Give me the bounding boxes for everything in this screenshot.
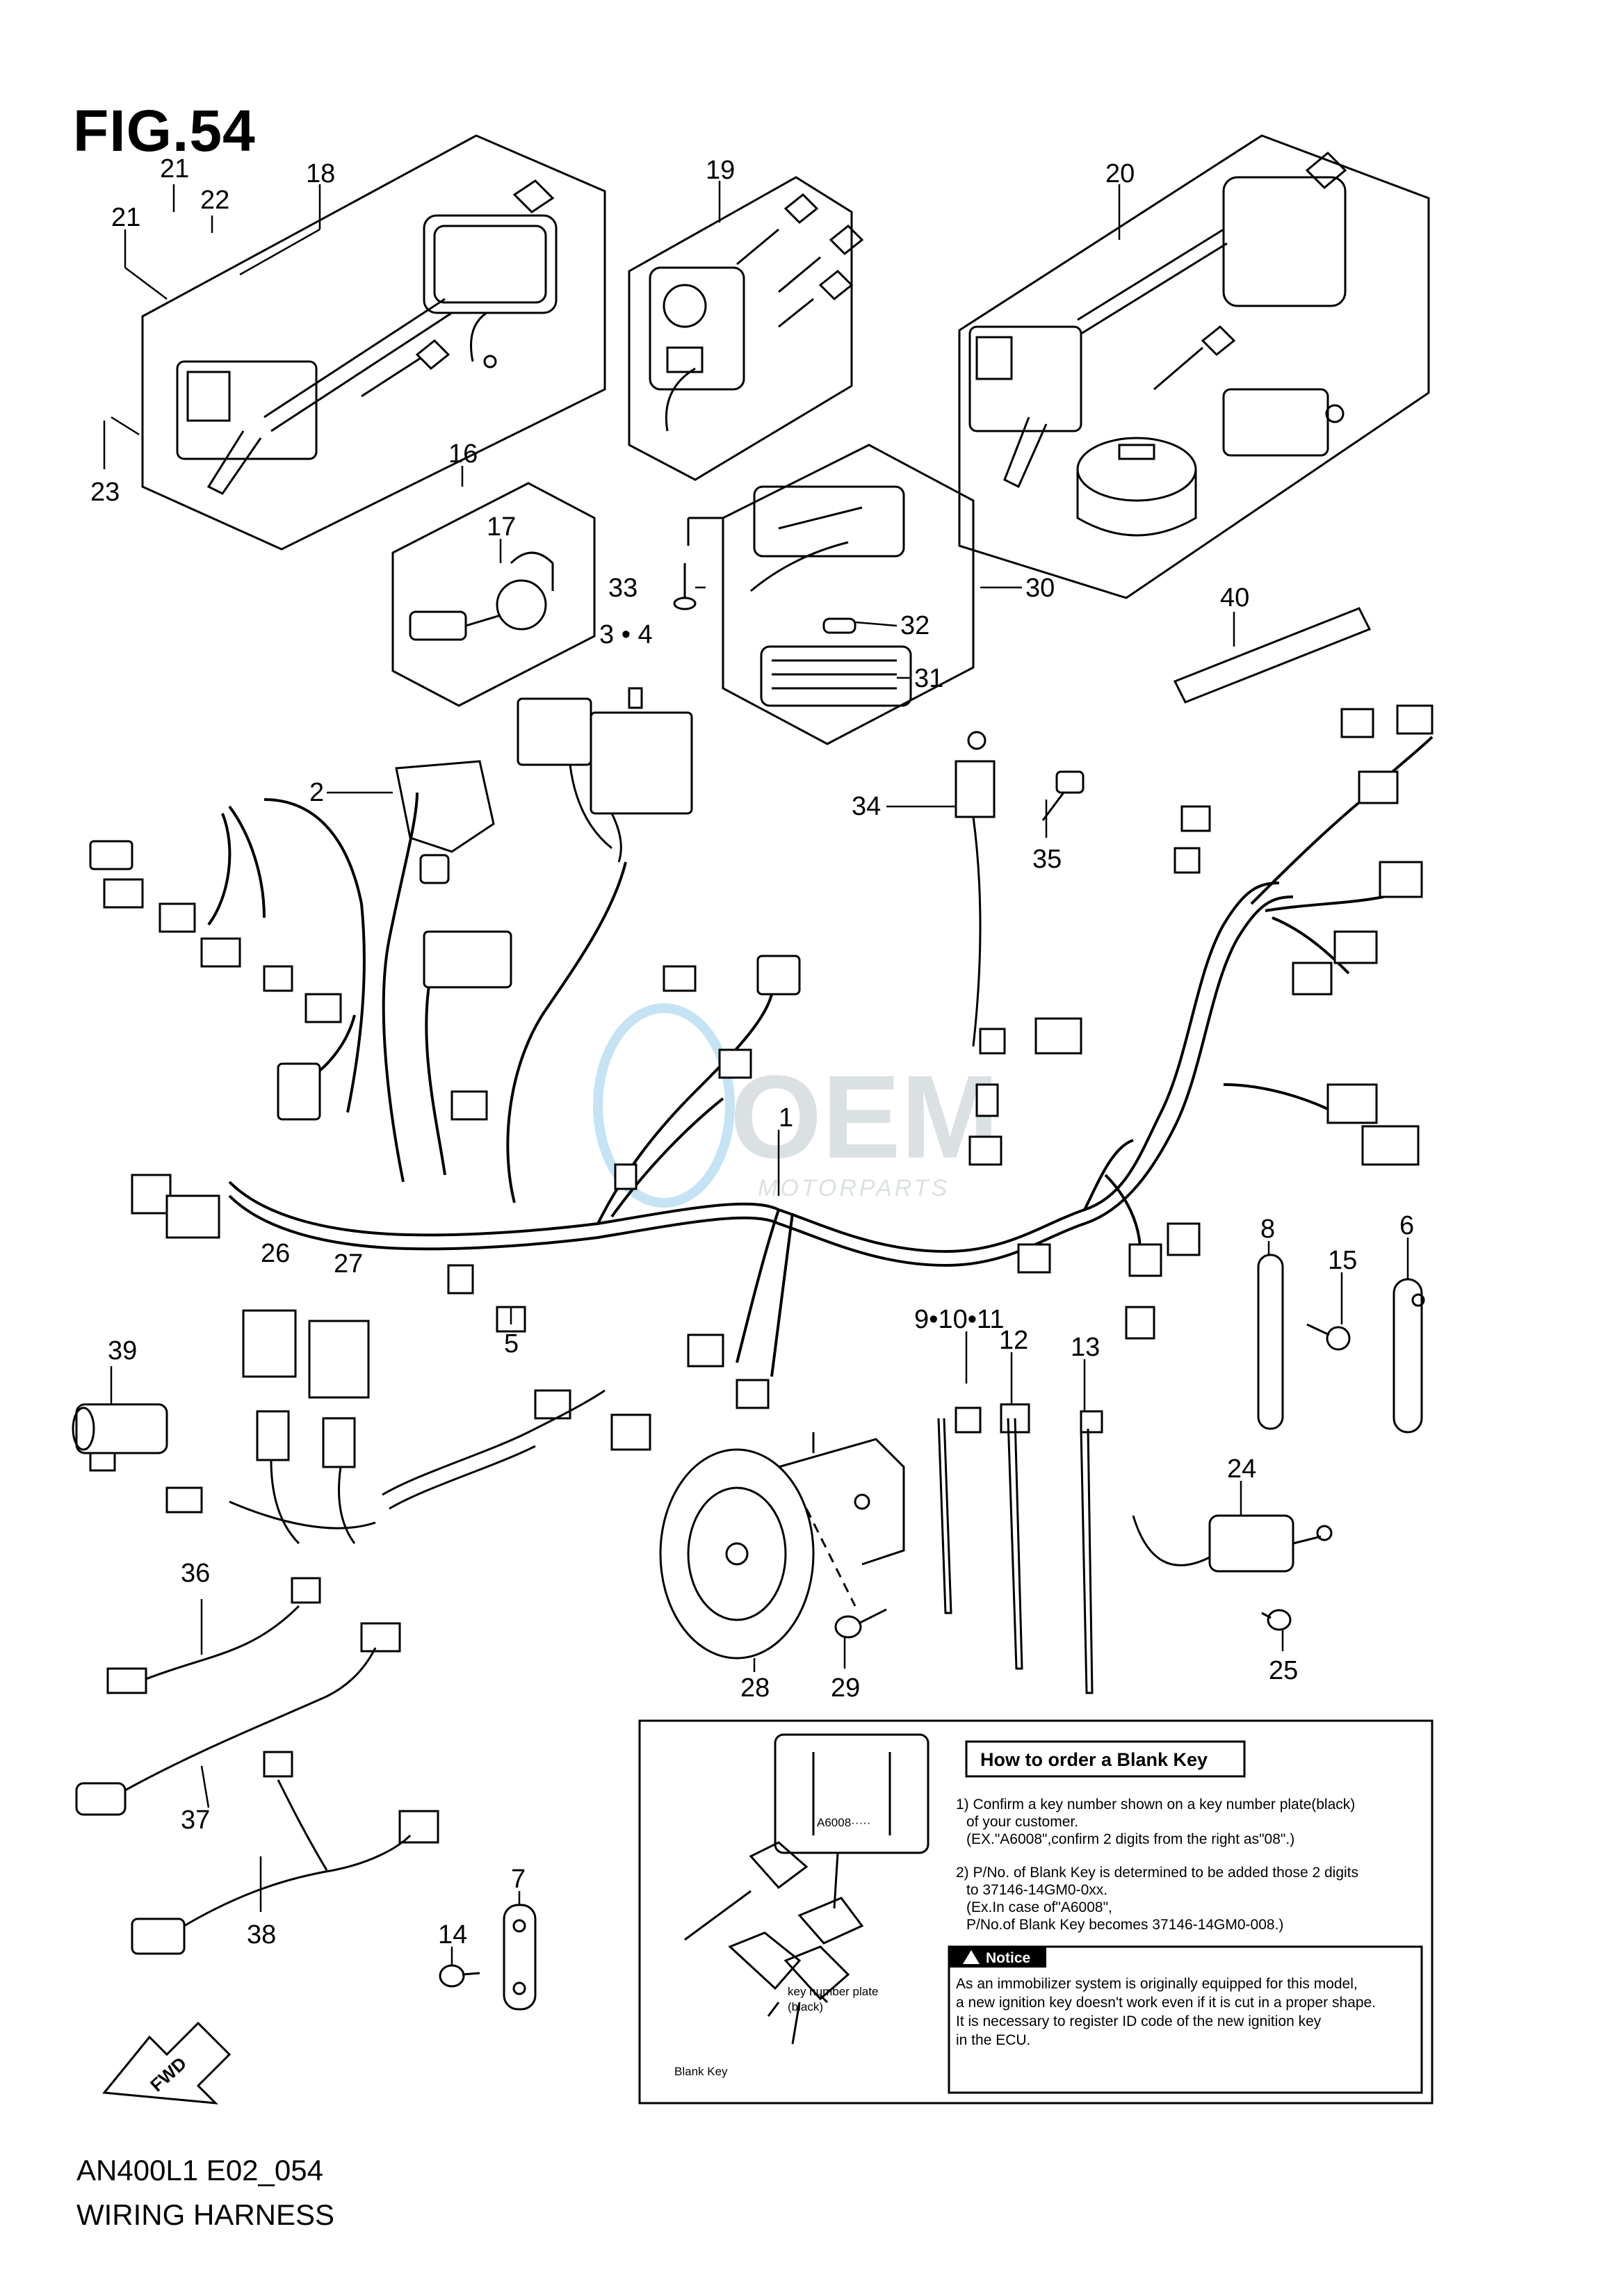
part-6-clamp (1394, 1279, 1424, 1432)
callout-9-10-11: 9•10•11 (914, 1305, 1004, 1334)
part-20-key-set (959, 136, 1429, 598)
callout-2: 2 (309, 778, 324, 807)
part-7-clamp (504, 1905, 535, 2009)
figure-name: WIRING HARNESS (76, 2198, 335, 2231)
callout-21-top: 21 (160, 154, 189, 184)
step2-line2: to 37146-14GM0-0xx. (966, 1882, 1107, 1898)
callout-23: 23 (90, 478, 120, 507)
part-24-stop-switch (1133, 1516, 1331, 1571)
step2-line1: 2) P/No. of Blank Key is determined to b… (956, 1865, 1358, 1881)
blank-key-info-box: A6008····· key number plate (black) Blan… (640, 1721, 1432, 2103)
cable-ties (939, 1404, 1102, 1693)
label-key-plate-2: (black) (788, 2000, 823, 2013)
callout-25: 25 (1269, 1656, 1298, 1685)
watermark: OEM MOTORPARTS (598, 1008, 999, 1203)
callout-1: 1 (779, 1103, 793, 1133)
watermark-sub: MOTORPARTS (758, 1175, 950, 1201)
callout-16: 16 (448, 439, 478, 469)
callout-39: 39 (108, 1336, 137, 1365)
left-sub-harness (167, 1311, 650, 1543)
part-35-bolt (1043, 772, 1083, 820)
part-25-screw (1262, 1610, 1290, 1630)
part-36-harness (108, 1578, 320, 1693)
plate-code: A6008····· (817, 1816, 870, 1829)
callout-27: 27 (334, 1249, 363, 1279)
callout-5: 5 (504, 1329, 519, 1359)
part-18-ignition-switch-set (143, 136, 605, 549)
callout-34: 34 (852, 792, 881, 821)
callout-14: 14 (438, 1920, 467, 1949)
callout-7: 7 (511, 1865, 526, 1894)
notice-line4: in the ECU. (956, 2032, 1030, 2048)
step1-line1: 1) Confirm a key number shown on a key n… (956, 1797, 1355, 1813)
callout-17: 17 (487, 512, 516, 542)
label-key-plate-1: key number plate (788, 1985, 878, 1998)
callout-33: 33 (608, 574, 638, 603)
watermark-brand: OEM (730, 1051, 999, 1183)
leader-lines (104, 181, 1408, 1965)
harness-connectors (90, 706, 1432, 1408)
callout-labels: 1 2 3 • 4 5 6 7 8 9•10•11 12 13 14 15 16… (90, 154, 1414, 1949)
callout-18: 18 (306, 159, 335, 188)
step2-line3: (Ex.In case of"A6008", (966, 1899, 1112, 1915)
figure-code: AN400L1 E02_054 (76, 2154, 323, 2187)
notice-line1: As an immobilizer system is originally e… (956, 1976, 1358, 1992)
callout-12: 12 (999, 1326, 1028, 1355)
part-8-clamp (1258, 1255, 1283, 1429)
callout-19: 19 (706, 156, 735, 185)
part-1-main-harness (209, 737, 1432, 1377)
part-38-harness (132, 1752, 438, 1954)
callout-22: 22 (200, 186, 229, 215)
key-illustration (685, 1735, 928, 2044)
notice-line2: a new ignition key doesn't work even if … (956, 1995, 1376, 2011)
callout-24: 24 (1227, 1454, 1256, 1484)
fwd-arrow: FWD (104, 2023, 229, 2103)
part-34-switch (956, 732, 994, 1046)
part-30-fuse-box (688, 445, 973, 744)
part-29-bolt (806, 1509, 886, 1637)
callout-29: 29 (831, 1673, 860, 1703)
part-28-horn (660, 1432, 904, 1658)
part-37-harness (76, 1623, 400, 1815)
part-40-strip (1175, 608, 1370, 702)
callout-8: 8 (1260, 1215, 1275, 1244)
step1-line2: of your customer. (966, 1814, 1078, 1830)
callout-26: 26 (261, 1239, 290, 1268)
callout-36: 36 (181, 1559, 210, 1588)
notice-line3: It is necessary to register ID code of t… (956, 2013, 1322, 2029)
callout-21-left: 21 (111, 203, 140, 232)
part-14-screw (440, 1965, 480, 1986)
callout-3-4: 3 • 4 (599, 620, 653, 649)
callout-6: 6 (1399, 1211, 1414, 1240)
part-39-sensor (73, 1404, 167, 1470)
part-3-4-fuse-block (518, 688, 692, 862)
part-15-screw (1307, 1324, 1349, 1349)
part-19-seat-lock-set (629, 177, 862, 480)
callout-38: 38 (247, 1920, 276, 1949)
callout-28: 28 (740, 1673, 770, 1703)
callout-40: 40 (1220, 583, 1249, 613)
step2-line4: P/No.of Blank Key becomes 37146-14GM0-00… (966, 1917, 1283, 1933)
callout-15: 15 (1328, 1246, 1357, 1275)
callout-20: 20 (1105, 159, 1135, 188)
warning-icon (963, 1950, 980, 1964)
figure-title: FIG.54 (73, 98, 256, 163)
step1-line3: (EX."A6008",confirm 2 digits from the ri… (966, 1831, 1294, 1847)
callout-30: 30 (1025, 574, 1055, 603)
label-blank-key: Blank Key (674, 2065, 728, 2078)
part-2-ecu-connector (396, 761, 494, 883)
part-16-socket-box (393, 483, 594, 706)
callout-37: 37 (181, 1806, 210, 1835)
notice-label: Notice (986, 1950, 1030, 1966)
callout-31: 31 (914, 664, 943, 693)
key-info-heading: How to order a Blank Key (980, 1749, 1208, 1770)
callout-32: 32 (900, 611, 929, 640)
callout-35: 35 (1032, 845, 1062, 874)
part-33-screw (674, 563, 695, 609)
callout-13: 13 (1071, 1333, 1100, 1362)
